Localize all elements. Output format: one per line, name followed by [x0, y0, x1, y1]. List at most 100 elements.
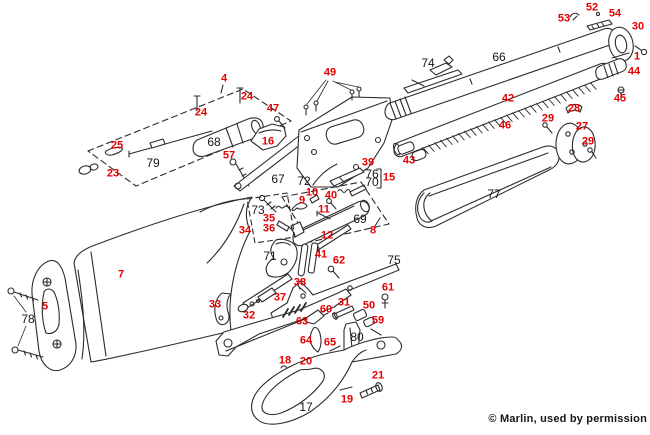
part-callout-32: 32: [242, 309, 256, 322]
box-34: [246, 192, 296, 244]
part-callout-59: 59: [371, 314, 385, 327]
firing-pin-79: [128, 130, 213, 158]
screw-62: [327, 265, 340, 279]
part-callout-1: 1: [633, 50, 641, 63]
pins-24: [193, 87, 244, 112]
part-callout-47: 47: [266, 102, 280, 115]
screw-47: [274, 116, 286, 129]
part-callout-20: 20: [299, 355, 313, 368]
trigger-64: [309, 326, 322, 353]
part-callout-7: 7: [117, 268, 125, 281]
forearm-tip-plugs-43: [397, 141, 427, 162]
part-callout-57: 57: [222, 149, 236, 162]
part-callout-4: 4: [220, 72, 228, 85]
finger-lever-17: [251, 336, 403, 425]
spring-35: [275, 205, 289, 209]
part-callout-53: 53: [557, 12, 571, 25]
parts-76-70: [337, 184, 367, 197]
part-callout-68: 68: [207, 135, 221, 149]
part-callout-70: 70: [365, 175, 379, 189]
buttstock: [73, 196, 253, 363]
part-33: [214, 292, 232, 326]
receiver: [296, 96, 393, 188]
guard-plate: [215, 288, 352, 357]
part-callout-23: 23: [106, 167, 120, 180]
part-callout-19: 19: [340, 393, 354, 406]
part-callout-60: 60: [319, 303, 333, 316]
part-callout-71: 71: [263, 249, 277, 263]
copyright-notice: © Marlin, used by permission: [488, 413, 647, 425]
part-callout-25: 25: [110, 139, 124, 152]
band-28: [565, 103, 583, 114]
part-callout-64: 64: [299, 334, 313, 347]
part-callout-40: 40: [324, 189, 338, 202]
part-callout-5: 5: [41, 300, 49, 313]
part-callout-77: 77: [487, 187, 501, 201]
bolt-68: [192, 117, 264, 158]
part-callout-43: 43: [402, 154, 416, 167]
part-callout-21: 21: [371, 369, 385, 382]
part-callout-65: 65: [323, 336, 337, 349]
pin-19: [339, 386, 353, 391]
cartridge-guide-39: [329, 167, 365, 187]
screw-21: [359, 382, 383, 399]
rear-sight-74: [403, 55, 463, 94]
pin-59: [370, 328, 382, 336]
screw-61: [381, 293, 389, 309]
carrier-rocker-9: [291, 202, 308, 211]
part-callout-50: 50: [362, 299, 376, 312]
screw-57: [229, 158, 250, 187]
pin-11: [316, 210, 331, 220]
part-callout-45: 45: [613, 92, 627, 105]
part-callout-33: 33: [208, 298, 222, 311]
part-callout-34: 34: [238, 224, 252, 237]
part-callout-42: 42: [501, 92, 515, 105]
part-callout-29: 29: [581, 135, 595, 148]
pin-38: [297, 284, 307, 294]
part-callout-75: 75: [387, 253, 401, 267]
part-callout-31: 31: [337, 296, 351, 309]
part-callout-67: 67: [271, 172, 285, 186]
part-callout-41: 41: [314, 248, 328, 261]
bracket-15: [376, 168, 382, 189]
part-callout-36: 36: [262, 222, 276, 235]
part-callout-24: 24: [240, 90, 254, 103]
band-screw-29-right: [587, 147, 597, 159]
part-callout-49: 49: [323, 66, 337, 79]
forearm-77: [415, 145, 560, 229]
trigger-block-50: [352, 308, 375, 328]
part-callout-12: 12: [320, 229, 334, 242]
part-callout-35: 35: [262, 212, 276, 225]
part-callout-63: 63: [295, 315, 309, 328]
part-callout-17: 17: [299, 400, 313, 414]
magazine-spring-46: [422, 82, 597, 155]
part-callout-24: 24: [194, 106, 208, 119]
part-10: [309, 194, 320, 204]
part-callout-66: 66: [492, 50, 506, 64]
band-screw-29-left: [542, 122, 553, 134]
part-callout-8: 8: [369, 224, 377, 237]
part-callout-38: 38: [293, 276, 307, 289]
part-callout-69: 69: [353, 212, 367, 226]
part-callout-54: 54: [608, 7, 622, 20]
trigger-plate-75: [270, 263, 400, 320]
part-callout-62: 62: [332, 254, 346, 267]
part-callout-11: 11: [318, 203, 330, 216]
part-callout-16: 16: [261, 135, 275, 148]
part-callout-72: 72: [297, 174, 311, 188]
part-callout-76: 76: [365, 167, 379, 181]
part-callout-29: 29: [541, 112, 555, 125]
front-band-27: [555, 122, 596, 165]
hammer-71: [265, 238, 298, 278]
part-callout-52: 52: [585, 1, 599, 14]
part-callout-61: 61: [381, 281, 395, 294]
bolt-group-box: [87, 84, 292, 187]
plug-screw-45: [617, 86, 625, 100]
part-callout-73: 73: [251, 203, 265, 217]
part-callout-28: 28: [567, 102, 581, 115]
screw-73: [258, 194, 277, 213]
plunger-36: [276, 220, 294, 232]
part-callout-80: 80: [350, 330, 364, 344]
part-callout-9: 9: [298, 194, 306, 207]
